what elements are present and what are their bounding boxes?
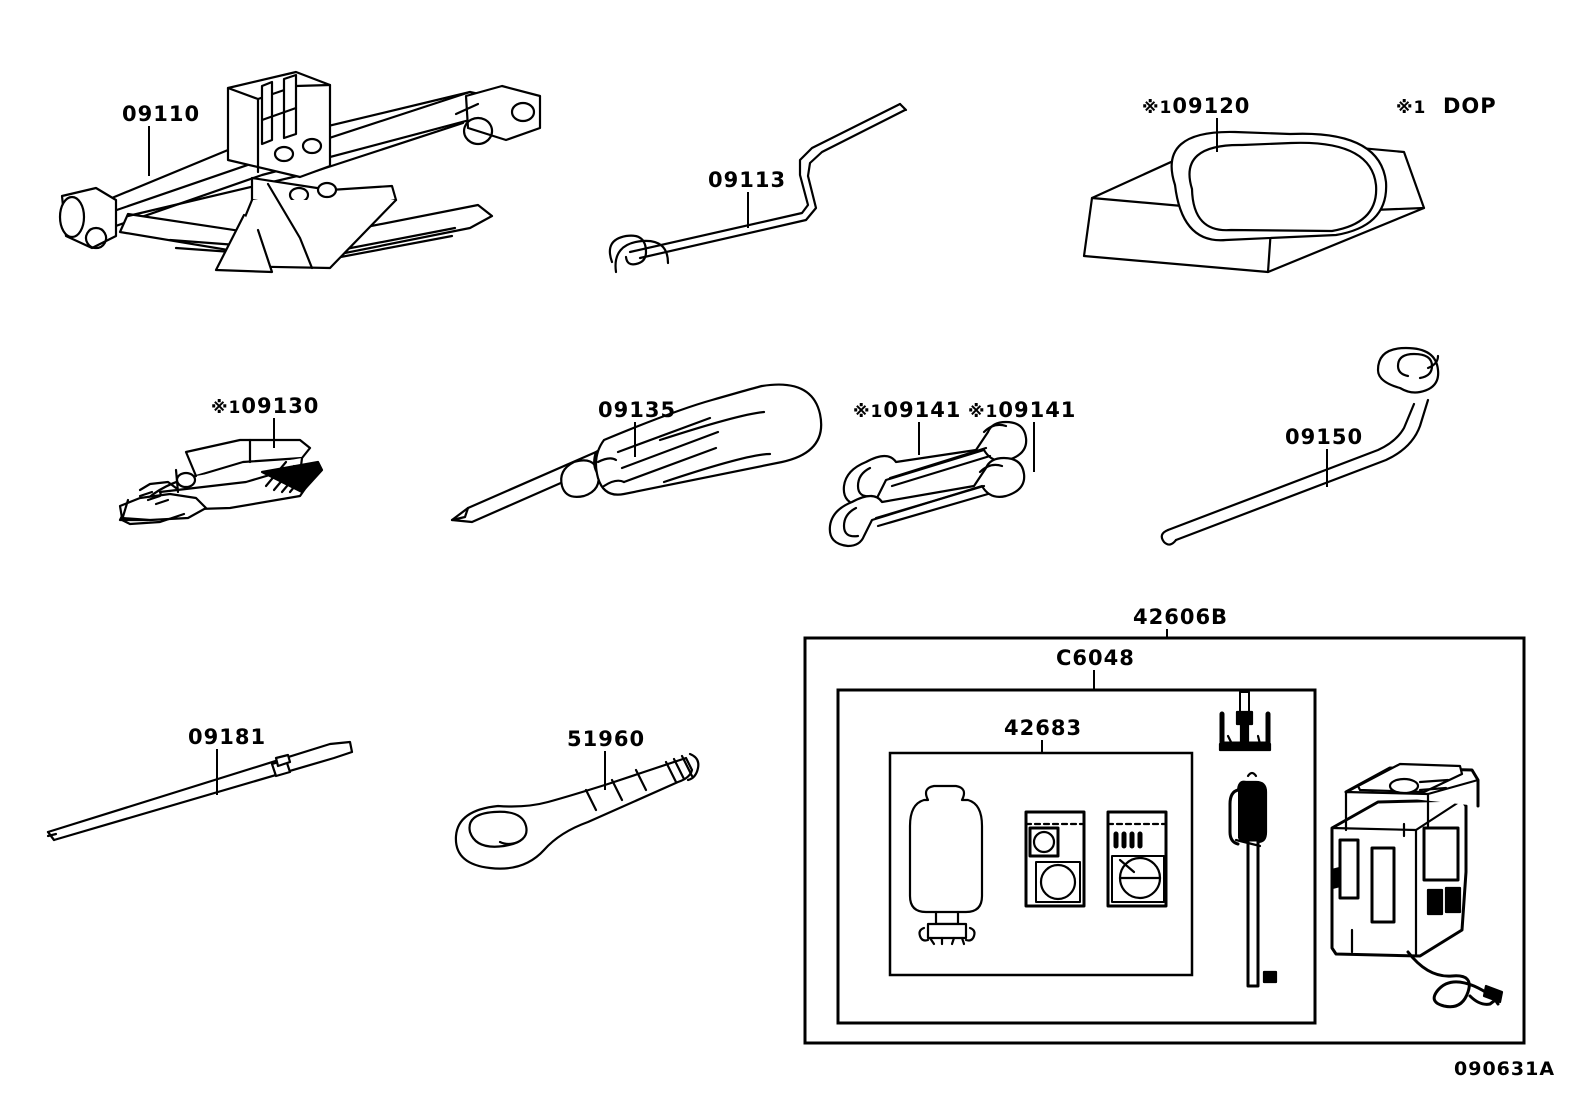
leader-line-09141-upper	[918, 422, 920, 455]
part-number-51960: 51960	[567, 727, 646, 751]
part-number-09120: 09120	[1172, 94, 1251, 118]
dop-note-text: DOP	[1442, 94, 1497, 118]
part-label-C6048: C6048	[1056, 648, 1135, 669]
sealant-bottle-art	[908, 784, 984, 946]
part-number-09130: 09130	[241, 394, 320, 418]
diagram-code: 090631A	[1454, 1058, 1556, 1080]
leader-line-09120	[1216, 118, 1218, 152]
air-compressor-art	[1330, 762, 1504, 1009]
speed-limit-label-card-art	[1106, 810, 1168, 908]
sealant-bottle-inner-box	[888, 751, 1194, 977]
leader-line-51960	[604, 751, 606, 790]
wrenches-art	[828, 420, 1028, 548]
leader-line-C6048	[1093, 670, 1095, 690]
part-number-C6048: C6048	[1056, 646, 1135, 670]
leader-line-09135	[634, 422, 636, 457]
leader-line-09113	[747, 192, 749, 228]
leader-line-09130	[273, 418, 275, 448]
part-number-42683: 42683	[1004, 716, 1083, 740]
valve-core-tool-art	[1218, 691, 1272, 752]
part-label-09135: 09135	[598, 400, 676, 421]
screwdriver-art	[450, 383, 823, 524]
towing-hook-art	[454, 752, 700, 870]
extension-bar-art	[46, 740, 354, 842]
sealant-kit-middle-box	[836, 688, 1317, 1025]
part-label-42683: 42683	[1004, 718, 1082, 739]
leader-line-09181	[216, 749, 218, 795]
leader-line-42606B	[1166, 629, 1168, 639]
part-label-09150: 09150	[1285, 427, 1363, 448]
leader-line-09141-lower	[1033, 422, 1035, 472]
jack-handle-art	[608, 102, 908, 274]
part-label-09120: ※109120	[1142, 96, 1250, 117]
pliers-art	[118, 438, 324, 526]
part-number-09135: 09135	[598, 398, 677, 422]
part-number-09141-upper: 09141	[883, 398, 962, 422]
leader-line-09150	[1326, 449, 1328, 487]
part-label-09130: ※109130	[211, 396, 319, 417]
tire-repair-kit-outer-box	[803, 636, 1526, 1045]
part-number-09113: 09113	[708, 168, 787, 192]
part-label-09181: 09181	[188, 727, 266, 748]
leader-line-42683	[1041, 740, 1043, 753]
part-number-09141-lower: 09141	[998, 398, 1077, 422]
part-label-42606B: 42606B	[1133, 607, 1228, 628]
reference-mark-09141-upper: ※1	[853, 402, 884, 422]
part-number-09181: 09181	[188, 725, 267, 749]
reference-mark-09141-lower: ※1	[968, 402, 999, 422]
part-label-09113: 09113	[708, 170, 786, 191]
reference-mark-dop: ※1	[1396, 98, 1427, 118]
part-label-09141-upper: ※109141	[853, 400, 961, 421]
part-label-09110: 09110	[122, 104, 200, 125]
leader-line-09110	[148, 126, 150, 176]
part-label-51960: 51960	[567, 729, 645, 750]
part-number-42606B: 42606B	[1133, 605, 1229, 629]
part-number-09110: 09110	[122, 102, 201, 126]
inflation-hose-art	[1228, 771, 1278, 988]
reference-mark-09120: ※1	[1142, 98, 1173, 118]
wheel-nut-wrench-art	[1160, 346, 1440, 546]
part-number-09150: 09150	[1285, 425, 1364, 449]
jack-assembly-art	[58, 70, 542, 274]
tool-bag-art	[1082, 130, 1426, 274]
reference-mark-09130: ※1	[211, 398, 242, 418]
warning-label-card-art	[1024, 810, 1086, 908]
dop-note: ※1 DOP	[1396, 96, 1497, 117]
part-label-09141-lower: ※109141	[968, 400, 1076, 421]
